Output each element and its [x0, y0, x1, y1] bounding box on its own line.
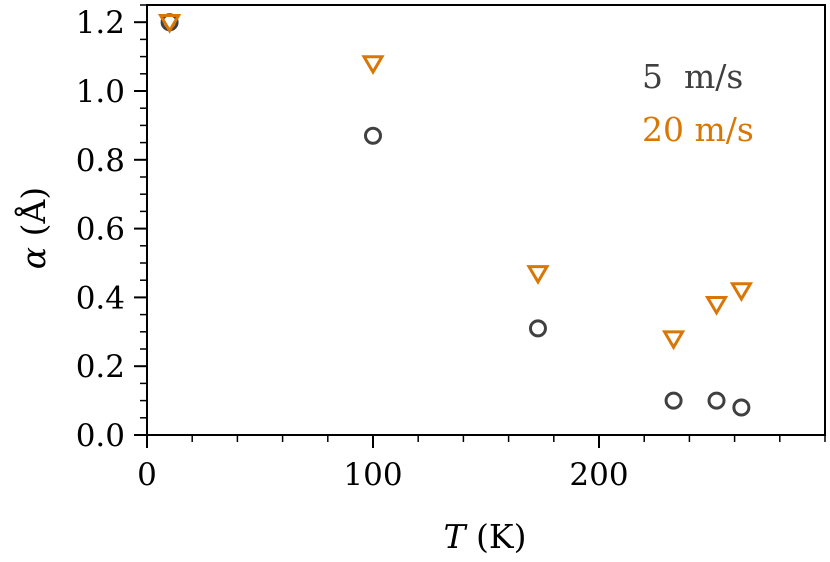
x-tick-label: 100	[343, 457, 402, 493]
point-series-1	[664, 391, 683, 410]
plot-frame	[146, 4, 826, 436]
point-series-1	[707, 391, 726, 410]
major-ticks	[134, 21, 600, 448]
point-series-1	[732, 398, 751, 417]
y-tick-label: 0.8	[76, 143, 125, 179]
y-axis-label: α (Å)	[13, 187, 53, 269]
legend-entry-20ms: 20 m/s	[642, 110, 754, 149]
y-tick-label: 1.0	[76, 74, 125, 110]
legend-entry-5ms: 5 m/s	[642, 57, 743, 96]
x-tick-labels: 0 100 200	[137, 457, 628, 493]
point-series-1	[528, 319, 547, 338]
point-series-2	[729, 282, 754, 303]
point-series-1	[364, 126, 382, 145]
point-series-2	[157, 13, 182, 34]
x-tick-label: 200	[569, 457, 628, 493]
y-tick-label: 0.2	[76, 349, 125, 385]
y-tick-label: 0.0	[76, 418, 125, 454]
y-tick-labels: 0.0 0.2 0.4 0.6 0.8 1.0 1.2	[76, 5, 125, 454]
point-series-2	[704, 296, 729, 316]
point-series-2	[361, 55, 385, 75]
minor-ticks	[140, 4, 826, 442]
y-axis-label-symbol: α	[14, 247, 53, 269]
data-points	[157, 13, 754, 417]
x-tick-label: 0	[137, 457, 157, 493]
y-tick-label: 0.6	[76, 212, 125, 248]
y-tick-label: 0.4	[76, 280, 125, 316]
point-series-2	[661, 330, 686, 351]
y-tick-label: 1.2	[76, 5, 125, 41]
y-axis-label-unit: (Å)	[13, 187, 53, 247]
point-series-2	[526, 265, 550, 285]
legend: 5 m/s 20 m/s	[642, 57, 754, 149]
x-axis-label-symbol: T	[444, 517, 469, 556]
x-axis-label-unit: (K)	[466, 517, 527, 556]
x-axis-label: T (K)	[444, 517, 527, 556]
